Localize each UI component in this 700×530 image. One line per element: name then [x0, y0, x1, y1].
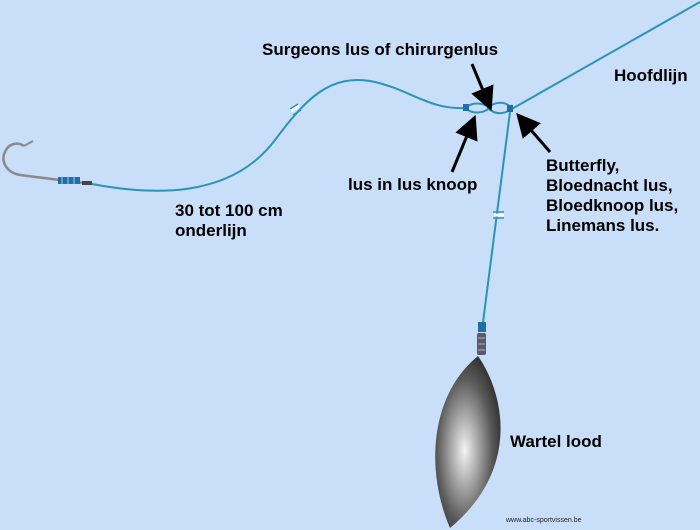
label-leader-length-line1: 30 tot 100 cm [175, 201, 283, 220]
label-dropper-knots: Butterfly, Bloednacht lus, Bloedknoop lu… [546, 156, 678, 236]
main-line [509, 1, 700, 111]
label-leader-length: 30 tot 100 cm onderlijn [175, 201, 283, 241]
label-loop-in-loop: lus in lus knoop [348, 175, 478, 194]
arrow-lus-in-lus [450, 114, 478, 173]
label-surgeons-loop: Surgeons lus of chirurgenlus [262, 40, 499, 59]
label-bloednacht: Bloednacht lus, [546, 176, 673, 195]
credit-text: www.abc-sportvissen.be [506, 517, 582, 524]
label-swivel-sinker: Wartel lood [510, 432, 602, 451]
label-bloedknoop: Bloedknoop lus, [546, 196, 679, 215]
surgeons-loop-knot [463, 101, 514, 115]
label-main-line: Hoofdlijn [614, 66, 688, 85]
label-butterfly: Butterfly, [546, 156, 620, 175]
break-marker-dropper [493, 211, 504, 219]
label-linemans: Linemans lus. [546, 216, 660, 235]
dropper-line [481, 111, 511, 331]
hook-icon [2, 140, 93, 186]
swivel-sinker-icon [435, 322, 501, 528]
leader-line [91, 79, 466, 192]
arrow-butterfly [516, 112, 552, 153]
break-marker-leader [289, 103, 302, 116]
label-leader-length-line2: onderlijn [175, 221, 247, 240]
arrow-surgeons [470, 63, 494, 112]
